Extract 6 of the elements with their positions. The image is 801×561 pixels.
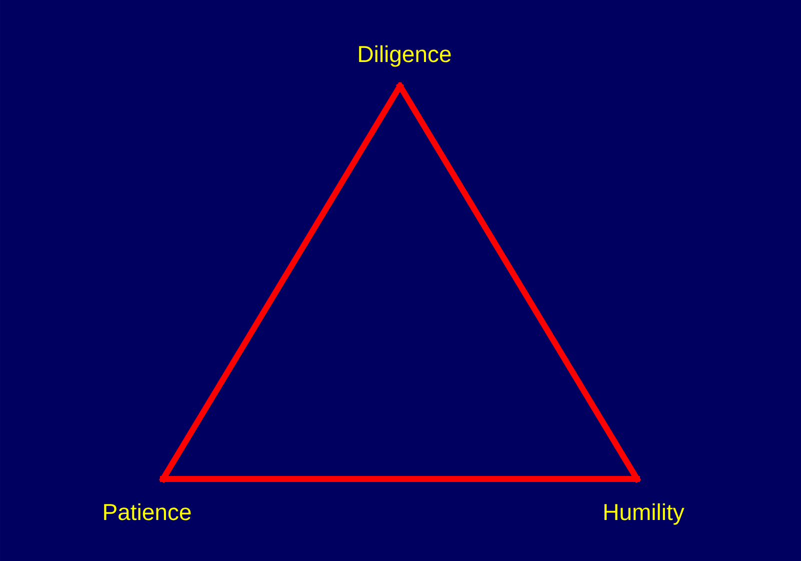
vertex-label: Diligence xyxy=(359,45,451,67)
vertex-label: Patience xyxy=(104,503,191,520)
triangle-side xyxy=(160,476,640,482)
triangle-side xyxy=(160,83,403,482)
triangle-side xyxy=(397,83,640,482)
vertex-label: Humility xyxy=(604,503,684,525)
